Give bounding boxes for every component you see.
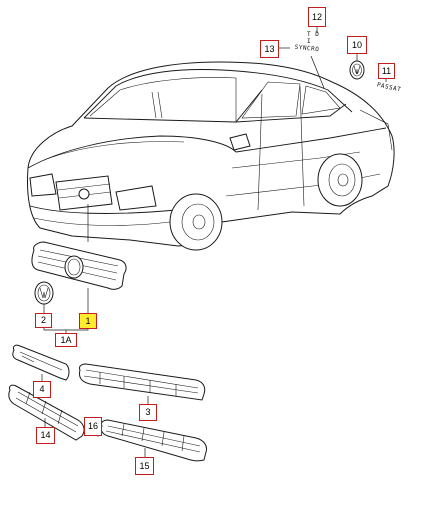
- syncro-badge-text: SYNCRO: [294, 43, 320, 53]
- tdi-badge-text: T D I: [307, 30, 320, 45]
- rear-vw-emblem-part: [349, 60, 365, 80]
- callout-1[interactable]: 1: [79, 313, 97, 329]
- left-lower-grille-part: [8, 384, 85, 441]
- callout-16[interactable]: 16: [84, 417, 102, 436]
- center-bumper-grille-part: [79, 363, 206, 401]
- callout-4[interactable]: 4: [33, 381, 51, 398]
- callout-15[interactable]: 15: [135, 457, 154, 475]
- callout-10[interactable]: 10: [347, 36, 367, 54]
- callout-13[interactable]: 13: [260, 40, 279, 58]
- left-bumper-trim-part: [12, 344, 70, 381]
- callout-12[interactable]: 12: [308, 7, 326, 27]
- callout-14[interactable]: 14: [36, 427, 55, 444]
- callout-1a[interactable]: 1A: [55, 333, 77, 347]
- right-lower-grille-part: [100, 419, 207, 462]
- radiator-grille-part: [31, 241, 127, 290]
- tdi-badge: T D I: [307, 30, 327, 45]
- callout-2[interactable]: 2: [35, 313, 52, 328]
- leader-lines: [41, 27, 387, 457]
- callout-11[interactable]: 11: [378, 63, 395, 79]
- callout-3[interactable]: 3: [139, 404, 157, 421]
- car-illustration: [27, 61, 395, 251]
- vw-emblem-part: [34, 281, 54, 305]
